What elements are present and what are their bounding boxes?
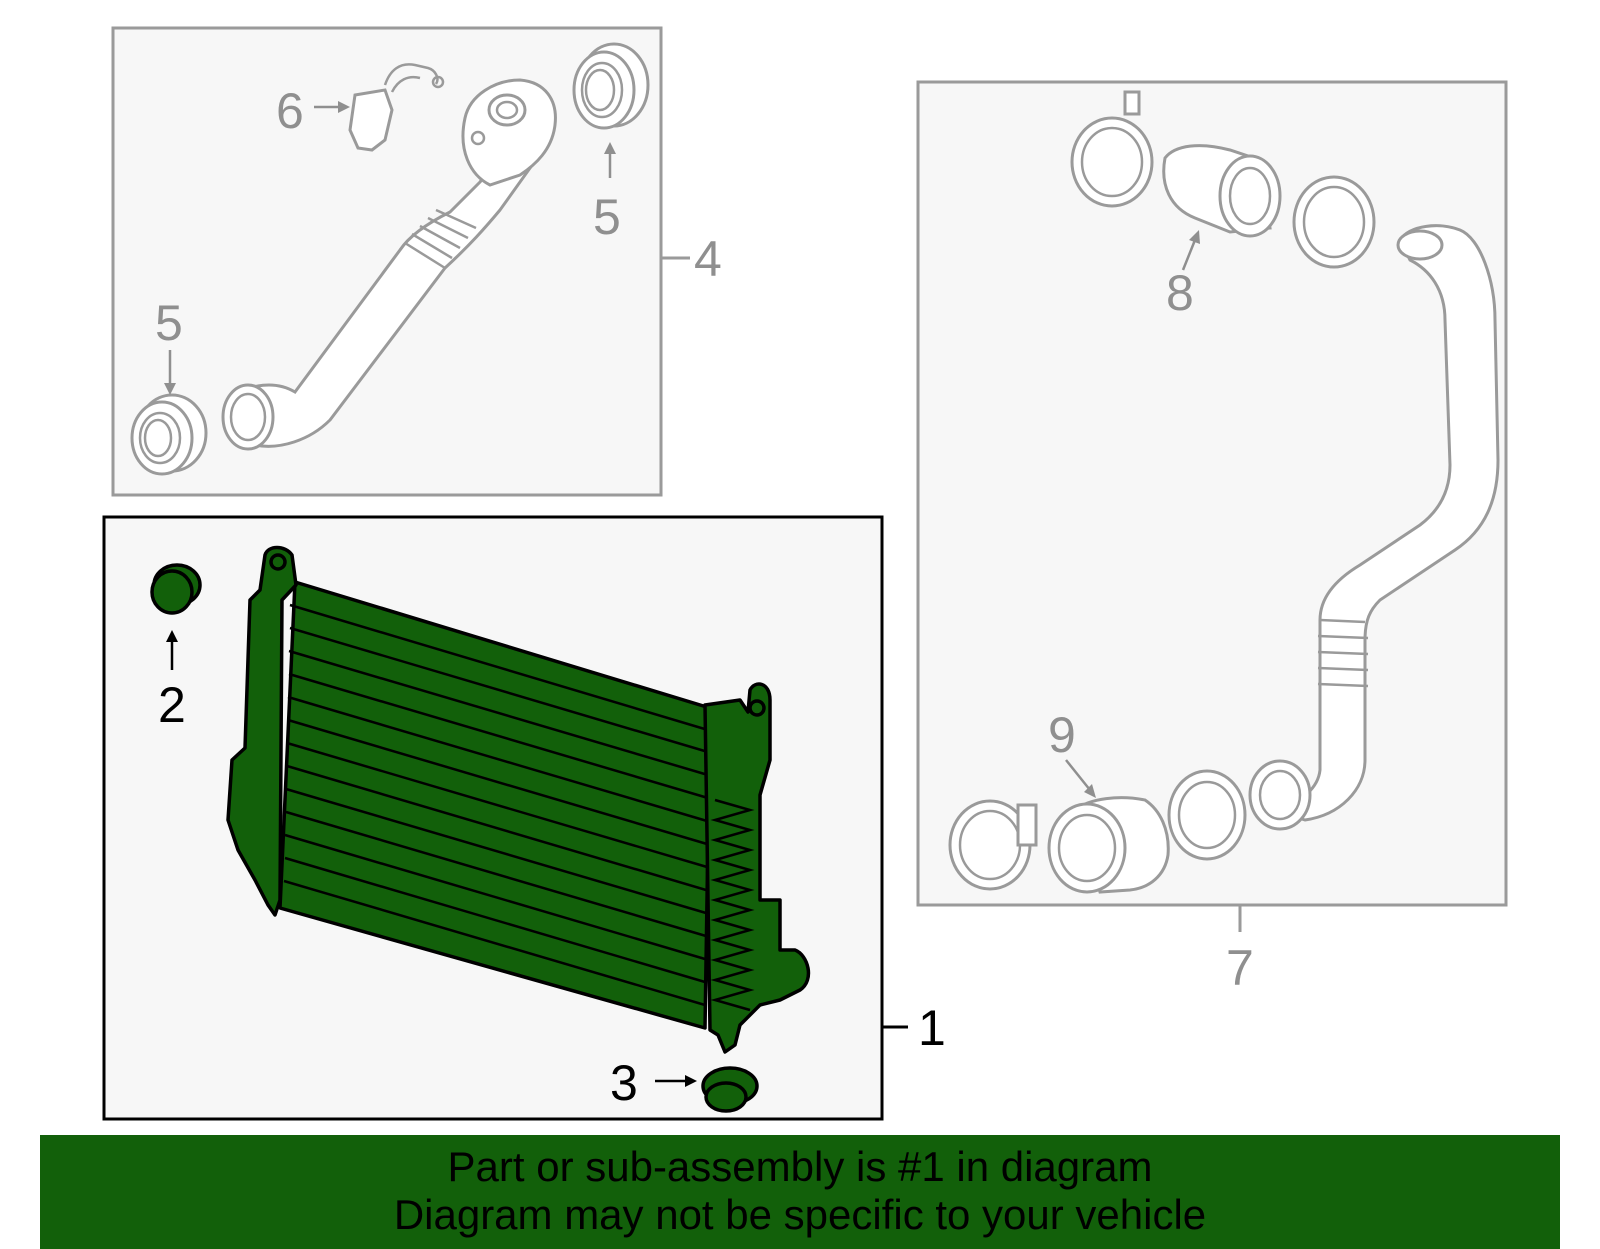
seal-ring-7-bottom xyxy=(1167,769,1247,861)
callout-1: 1 xyxy=(918,1000,946,1056)
notice-line-2: Diagram may not be specific to your vehi… xyxy=(393,1191,1207,1238)
grommet-3 xyxy=(701,1066,759,1113)
callout-8: 8 xyxy=(1166,265,1194,321)
sensor-6 xyxy=(348,63,445,152)
callout-6: 6 xyxy=(276,83,304,139)
pipe-assembly-7 xyxy=(1248,224,1500,831)
notice-line-1: Part or sub-assembly is #1 in diagram xyxy=(447,1143,1153,1190)
leader-arrows-box-7 xyxy=(1065,230,1200,798)
intercooler-1 xyxy=(226,545,811,1054)
pipe-assembly-4 xyxy=(221,78,557,451)
hose-coupler-8 xyxy=(1162,144,1282,238)
clamp-7-top xyxy=(1070,90,1154,208)
grommet-2 xyxy=(150,563,202,615)
callout-5-bottom: 5 xyxy=(155,295,183,351)
clamp-5-top xyxy=(572,42,650,130)
clamp-7-bottom xyxy=(948,799,1038,891)
notice-banner: Part or sub-assembly is #1 in diagram Di… xyxy=(40,1135,1560,1249)
callout-5-top: 5 xyxy=(593,189,621,245)
leader-arrows-box-1 xyxy=(166,630,697,1087)
callout-9: 9 xyxy=(1048,707,1076,763)
callout-4: 4 xyxy=(694,231,722,287)
hose-coupler-9 xyxy=(1047,796,1170,894)
callout-2: 2 xyxy=(158,677,186,733)
callout-7: 7 xyxy=(1226,940,1254,996)
callout-3: 3 xyxy=(610,1055,638,1111)
seal-ring-7-top xyxy=(1292,175,1376,269)
leader-arrows-box-4 xyxy=(164,101,616,395)
clamp-5-bottom xyxy=(130,393,208,476)
